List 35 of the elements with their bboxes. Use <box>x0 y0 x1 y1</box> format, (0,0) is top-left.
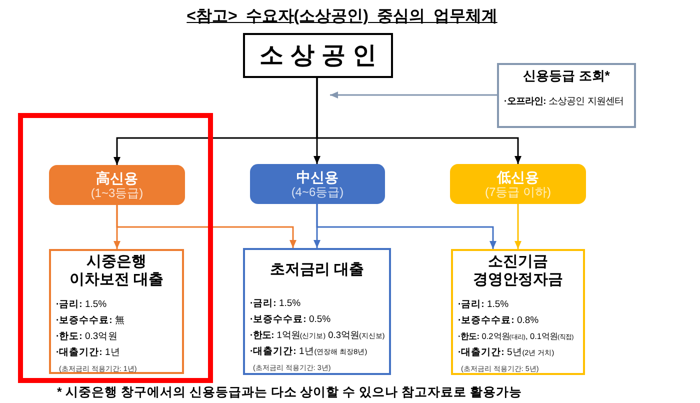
category-box <box>250 164 385 204</box>
arrow <box>116 205 296 248</box>
title: <참고> 수요자(소상공인) 중심의 업무체계 <box>186 8 498 25</box>
category-box <box>450 164 586 204</box>
footnote: * 시중은행 창구에서의 신용등급과는 다소 상이할 수 있으나 참고자료로 활용가능 <box>57 384 522 400</box>
box-title: 中신용 <box>296 169 338 185</box>
arrow <box>514 204 522 249</box>
category-box <box>49 165 185 205</box>
highlight-frame <box>18 113 213 383</box>
list-item: ·보증수수료: 0.8% <box>458 315 539 326</box>
arrow <box>330 92 497 98</box>
box-title: 低신용 <box>497 169 539 185</box>
box-title: 시중은행 이차보전 대출 <box>69 253 164 288</box>
arrow <box>316 204 496 249</box>
list-item: ·오프라인: 소상공인 지원센터 <box>504 96 624 106</box>
box-subtitle: (4~6등급) <box>291 185 344 199</box>
list-item: ·금리: 1.5% <box>56 299 107 310</box>
box-title: 초저금리 대출 <box>270 261 364 278</box>
info-box <box>49 249 184 374</box>
list-item: ·한도: 0.3억원 <box>56 331 118 342</box>
arrow <box>316 78 522 164</box>
list-item: ·금리: 1.5% <box>458 299 509 310</box>
box-title: 소진기금 경영안정자금 <box>473 253 563 288</box>
info-box <box>243 248 391 375</box>
list-item: ·대출기간: 1년 <box>56 347 120 358</box>
list-item: ·보증수수료: 無 <box>56 315 125 326</box>
info-box <box>497 63 636 128</box>
info-box <box>451 249 585 375</box>
box-subtitle: (1~3등급) <box>90 186 144 200</box>
list-item: ·금리: 1.5% <box>250 298 301 309</box>
box-subtitle: (7등급 이하) <box>485 185 551 199</box>
entity-box: 소상공인 <box>243 33 393 78</box>
box-title: 신용등급 조회* <box>523 68 610 83</box>
list-item: ·보증수수료: 0.5% <box>250 314 331 325</box>
box-title: 高신용 <box>96 170 138 186</box>
